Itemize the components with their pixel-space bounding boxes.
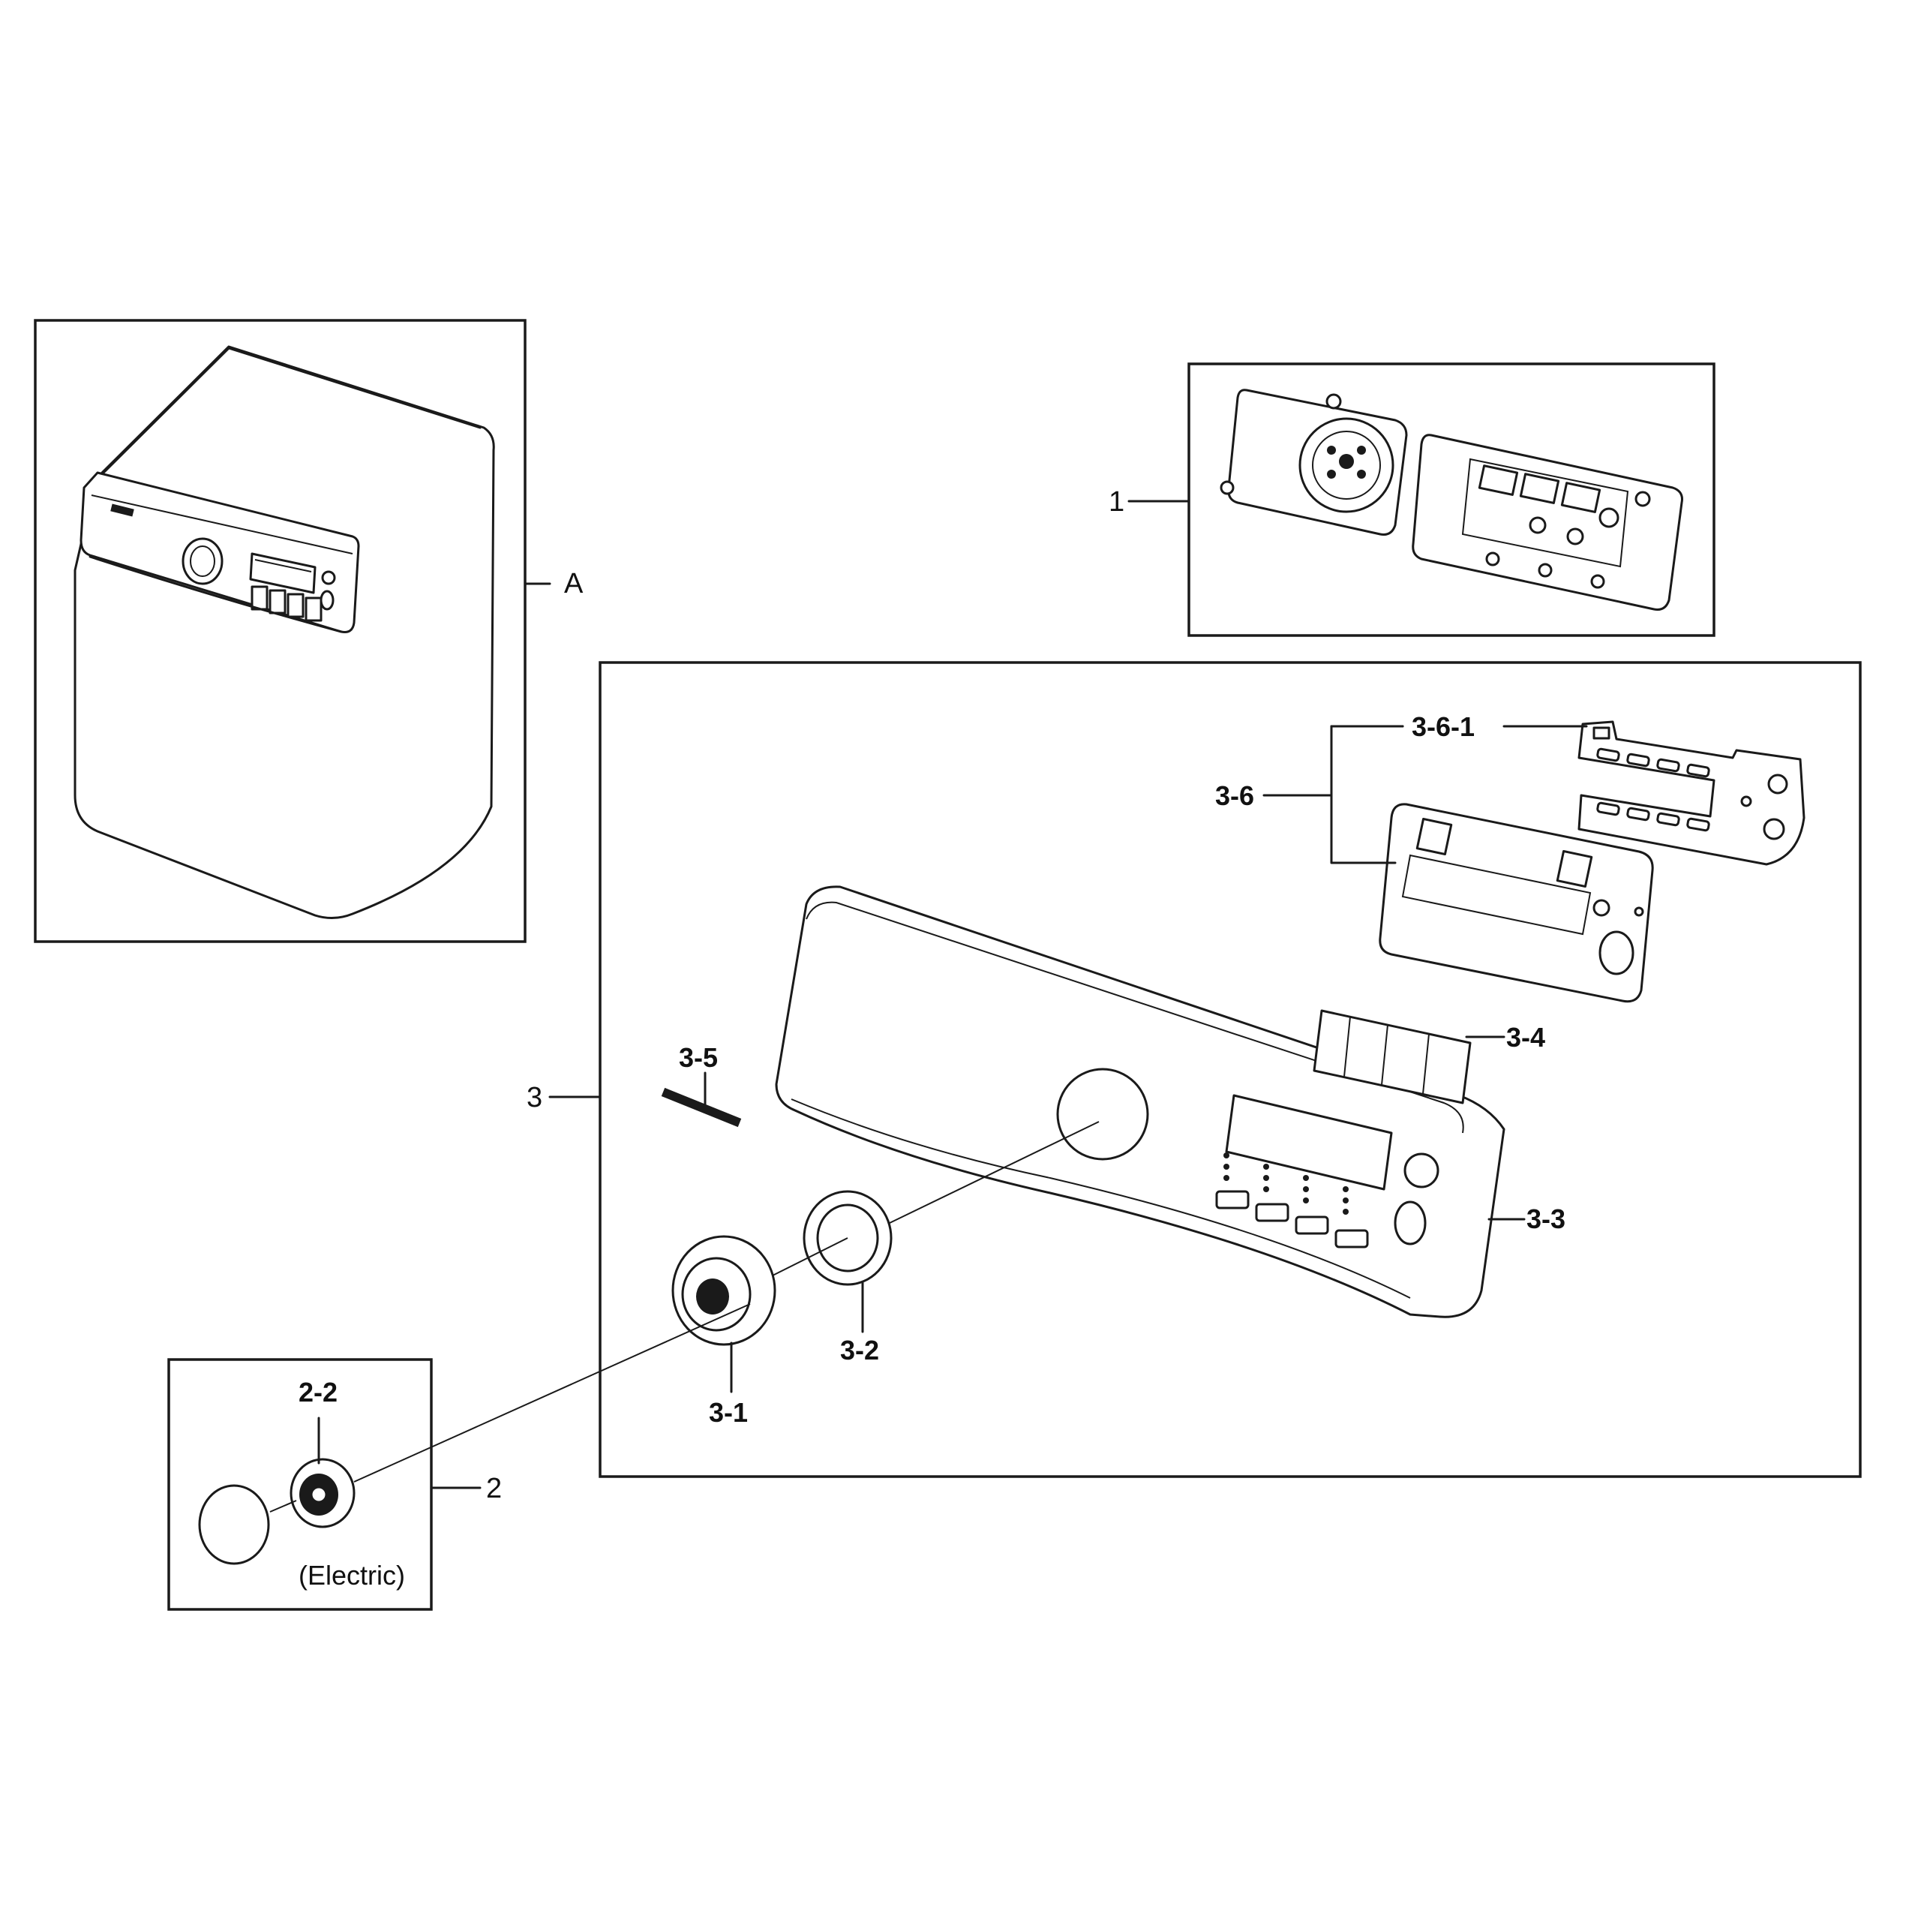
control-panel-assembly-box: 3 3-3 3-5 3-2 3-1 bbox=[527, 661, 1862, 1478]
label-3-6: 3-6 bbox=[1215, 780, 1254, 811]
indicator-dots bbox=[1223, 1152, 1349, 1215]
label-3-1: 3-1 bbox=[709, 1397, 748, 1428]
electric-knob-box: 2-2 (Electric) 2 bbox=[167, 1303, 751, 1611]
label-3-5: 3-5 bbox=[679, 1042, 718, 1073]
label-A: A bbox=[564, 568, 584, 599]
appliance-overview-box: A bbox=[34, 319, 584, 943]
label-3-3: 3-3 bbox=[1526, 1203, 1565, 1234]
label-3: 3 bbox=[527, 1082, 542, 1113]
label-3-2: 3-2 bbox=[840, 1335, 879, 1366]
label-1: 1 bbox=[1109, 486, 1124, 518]
label-2-2: 2-2 bbox=[299, 1377, 338, 1408]
pcb-assembly-box: 1 bbox=[1109, 362, 1715, 637]
electric-caption: (Electric) bbox=[299, 1560, 405, 1591]
label-3-6-1: 3-6-1 bbox=[1412, 711, 1475, 742]
label-3-4: 3-4 bbox=[1506, 1022, 1545, 1053]
label-2: 2 bbox=[486, 1473, 502, 1504]
